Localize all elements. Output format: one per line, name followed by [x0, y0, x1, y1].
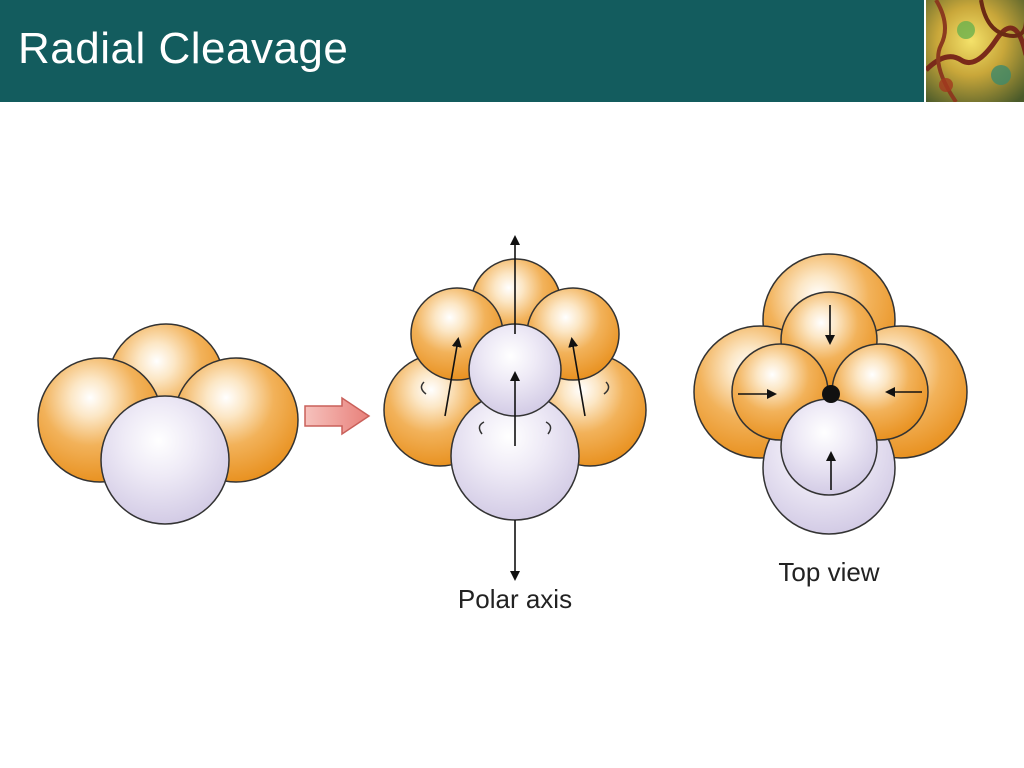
eight-cell-embryo-top-view: Top view: [693, 253, 968, 587]
inner-blastomere-bottom: [780, 398, 878, 496]
pole-dot: [822, 385, 840, 403]
transition-arrow: [304, 396, 371, 436]
axis-arrow-right: [568, 337, 586, 417]
eight-cell-embryo-side-view: Polar axis: [383, 235, 647, 614]
radial-cleavage-diagram: Polar axis Top view: [37, 235, 968, 614]
polar-axis-label: Polar axis: [458, 584, 572, 614]
slide-title: Radial Cleavage: [18, 24, 349, 73]
four-cell-embryo: [37, 323, 299, 525]
top-view-label: Top view: [778, 557, 879, 587]
blastomere-front: [100, 395, 230, 525]
axis-arrow-left: [444, 337, 462, 417]
leaf-thumbnail-image: [924, 0, 1024, 102]
slide-header: Radial Cleavage: [0, 0, 1024, 102]
